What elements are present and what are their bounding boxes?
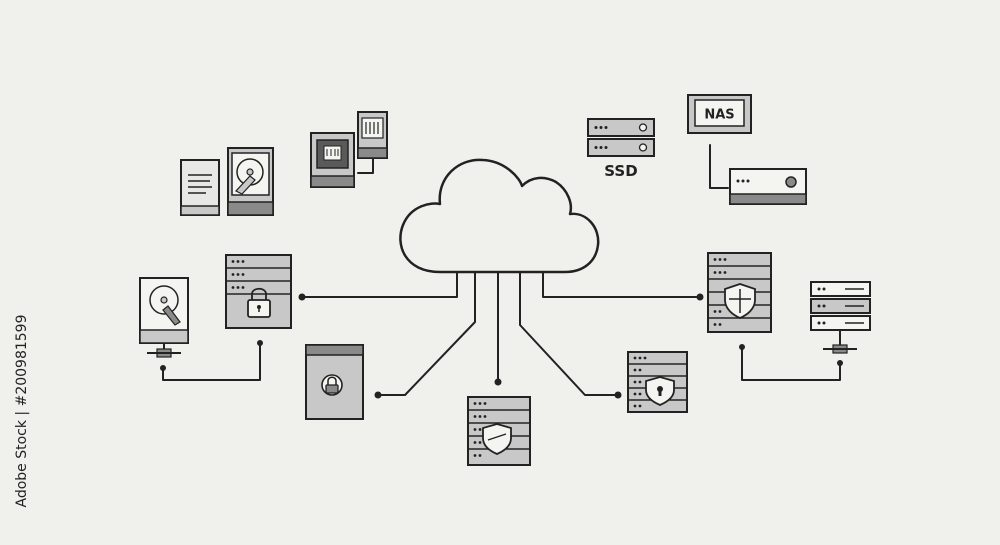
connectors bbox=[162, 144, 841, 396]
connector-left-unit bbox=[377, 271, 476, 396]
connector-shield-stack bbox=[741, 346, 841, 381]
stock-id-text: Adobe Stock | #200981599 bbox=[14, 314, 30, 508]
network-switch-icon bbox=[310, 132, 355, 188]
nas-label: NAS bbox=[704, 108, 734, 123]
ssd-label: SSD bbox=[604, 162, 637, 180]
locked-server-rack-icon bbox=[225, 254, 292, 329]
hard-drive-icon bbox=[227, 147, 274, 216]
network-server-stack-icon bbox=[810, 281, 871, 354]
dot-stack-bottom bbox=[837, 360, 843, 366]
connector-left-rack bbox=[301, 269, 458, 298]
memory-module-icon bbox=[357, 111, 388, 159]
dot-left-rack bbox=[298, 293, 306, 301]
shield-server-rack-icon bbox=[707, 252, 772, 333]
nas-box-icon bbox=[687, 94, 752, 134]
nas-drive-icon bbox=[729, 168, 807, 205]
locked-server-icon bbox=[627, 351, 688, 413]
dot-left-unit bbox=[374, 391, 382, 399]
connector-hdd-rack bbox=[162, 342, 261, 381]
networked-hard-drive-icon bbox=[139, 277, 189, 358]
cloud-icon bbox=[399, 158, 600, 274]
connector-nas bbox=[709, 144, 729, 189]
dot-hdd bbox=[160, 365, 166, 371]
connector-right-lock bbox=[519, 271, 619, 396]
locked-storage-unit-icon bbox=[305, 344, 364, 420]
dot-center bbox=[494, 378, 502, 386]
connector-dots bbox=[160, 293, 843, 399]
connector-switch-ram bbox=[357, 157, 374, 174]
dot-rack-bottom bbox=[257, 340, 263, 346]
ssd-rack-icon bbox=[587, 118, 655, 157]
document-icon bbox=[180, 159, 220, 216]
dot-shield-bottom bbox=[739, 344, 745, 350]
dot-right-rack bbox=[696, 293, 704, 301]
shielded-server-icon bbox=[467, 396, 531, 466]
connector-right-rack bbox=[542, 271, 701, 298]
dot-right-lock bbox=[614, 391, 622, 399]
